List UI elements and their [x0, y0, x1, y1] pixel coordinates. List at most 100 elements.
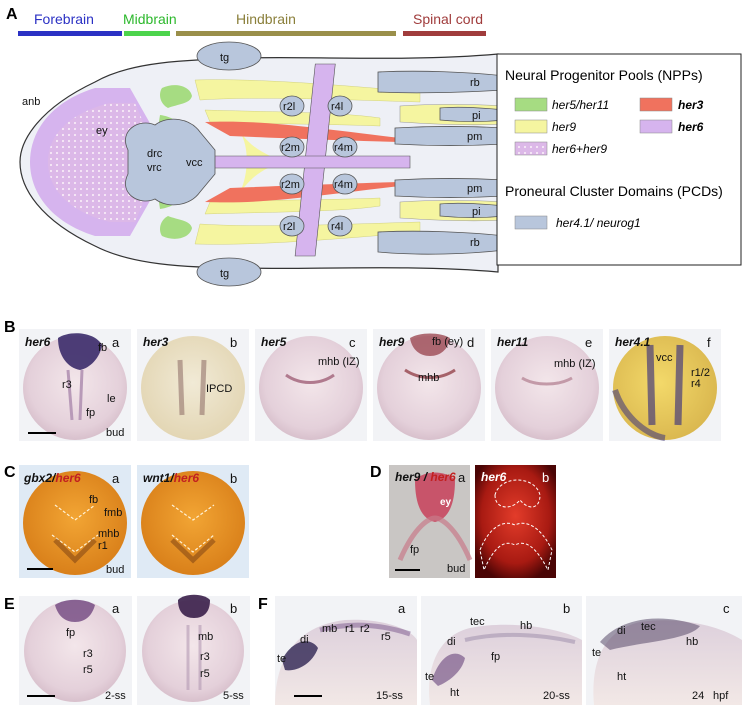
gene-d-b: her6: [481, 470, 507, 484]
dash-c-a-1: [54, 504, 96, 521]
her5-mhb-lower: [160, 216, 192, 239]
her6-stain-b-a: [58, 333, 102, 370]
annot-e-a-r3: r3: [83, 648, 93, 660]
sub-c-b: b: [230, 471, 237, 486]
embryo-c-a: [23, 471, 127, 575]
embryo-b-e: [495, 336, 599, 440]
photo-d-b: [475, 465, 556, 578]
label-r4m-lower: r4m: [334, 179, 353, 191]
her11-stain-b-e: [521, 376, 573, 386]
annot-e-a-fp: fp: [66, 627, 75, 639]
her5-stain-b-c: [285, 373, 335, 384]
hindbrain-bar: [176, 31, 396, 36]
annot-f-a-di: di: [300, 634, 309, 646]
annot-b-a-fp: fp: [86, 407, 95, 419]
annot-c-a-r1: r1: [98, 540, 108, 552]
annot-e-a-r5: r5: [83, 664, 93, 676]
stain-f-a-head: [282, 641, 318, 671]
panel-b-letter: B: [4, 319, 16, 336]
her3-stain-b-b: [177, 359, 207, 416]
her9-stripe-upper-1: [194, 79, 421, 103]
embryo-f-b: [429, 624, 582, 705]
spinal-cord-bar: [403, 31, 486, 36]
gene1-c-b: wnt1/her6: [143, 471, 199, 485]
annot-f-c-tec: tec: [641, 621, 656, 633]
her5-mhb-upper: [160, 85, 192, 108]
annot-b-d-mhb: mhb: [418, 372, 439, 384]
gene1-c-a: gbx2/her6: [23, 471, 81, 485]
legend-swatch-her9: [514, 119, 548, 134]
legend-swatch-her6-her9: [514, 141, 548, 156]
annot-b-c-mhb: mhb (IZ): [318, 356, 360, 368]
label-anb: anb: [22, 96, 40, 108]
r4l-upper: [327, 95, 353, 117]
sub-b-e: e: [585, 335, 592, 350]
rb-upper: [377, 70, 506, 94]
dash-d-b-1: [494, 479, 541, 508]
gene-b-e: her11: [497, 335, 528, 349]
r4l-lower: [327, 215, 353, 237]
panel-f: F a di mb r1 r2 r5 te 15-ss b tec hb di …: [258, 596, 742, 705]
legend-npp-title: Neural Progenitor Pools (NPPs): [505, 67, 703, 83]
pcd-drc-vcc: [125, 118, 216, 206]
annot-f-a-mb: mb: [322, 623, 337, 635]
pm-upper: [394, 126, 506, 146]
label-drc: drc: [147, 148, 163, 160]
dash-c-b-1: [171, 504, 215, 521]
embryo-e-b: [142, 600, 244, 702]
her9-mhb-b-d: [404, 368, 456, 379]
label-tg-lower: tg: [220, 268, 229, 280]
sub-f-c: c: [723, 601, 730, 616]
stain-f-a-hindbrain: [319, 622, 411, 637]
sub-c-a: a: [112, 471, 120, 486]
annot-f-c-ht: ht: [617, 671, 626, 683]
label-tg-upper: tg: [220, 52, 229, 64]
region-hindbrain: Hindbrain: [236, 11, 296, 27]
annot-b-f-r4: r4: [691, 378, 701, 390]
annot-f-c-hpf: hpf: [713, 690, 729, 702]
sub-d-a: a: [458, 470, 466, 485]
annot-b-a-bud: bud: [106, 427, 124, 439]
stain-f-c-brain: [600, 618, 700, 650]
annot-c-a-fb: fb: [89, 494, 98, 506]
region-midbrain: Midbrain: [123, 11, 177, 27]
annot-f-a-r2: r2: [360, 623, 370, 635]
legend-her4-neurog1: her4.1/ neurog1: [556, 216, 641, 230]
annot-f-b-tec: tec: [470, 616, 485, 628]
sub-d-b: b: [542, 470, 549, 485]
label-rb-upper: rb: [470, 77, 480, 89]
her6-midline-band: [199, 155, 411, 169]
annot-b-b-ipcd: IPCD: [206, 383, 232, 395]
annot-f-c-di: di: [617, 625, 626, 637]
region-spinal-cord: Spinal cord: [413, 11, 483, 27]
her9-stain-b-d: [410, 333, 450, 356]
pm-lower: [394, 178, 506, 198]
midbrain-bar: [124, 31, 170, 36]
tg-upper: [196, 41, 262, 71]
label-pm-lower: pm: [467, 183, 482, 195]
annot-f-b-fp: fp: [491, 651, 500, 663]
stain-f-b-hindbrain: [464, 632, 576, 644]
embryo-b-a: [23, 336, 127, 440]
panel-a: A Forebrain Midbrain Hindbrain Spinal co…: [6, 6, 742, 287]
annot-f-a-15ss: 15-ss: [376, 690, 403, 702]
panel-e: E a fp r3 r5 2-ss b mb r3 r5 5-ss: [4, 594, 250, 705]
annot-d-a-ey: ey: [440, 497, 452, 508]
label-r2m-upper: r2m: [281, 142, 300, 154]
stain-c-a: [53, 538, 97, 564]
legend: Neural Progenitor Pools (NPPs) her5/her1…: [496, 53, 742, 266]
label-vcc: vcc: [186, 157, 203, 169]
label-pi-lower: pi: [472, 206, 481, 218]
label-pm-upper: pm: [467, 131, 482, 143]
sub-f-a: a: [398, 601, 406, 616]
annot-b-d-fb: fb (ey): [432, 336, 463, 348]
r2m-lower: [279, 173, 305, 195]
forebrain-bar: [18, 31, 122, 36]
panel-b: B her6 a fb r3 le fp bud her3 b IPCD her…: [4, 319, 721, 441]
her4-stain-b-f: [646, 344, 684, 426]
sub-b-c: c: [349, 335, 356, 350]
annot-f-b-te: te: [425, 671, 434, 683]
legend-swatch-her6: [639, 119, 673, 134]
legend-her6-her9: her6+her9: [552, 142, 607, 156]
